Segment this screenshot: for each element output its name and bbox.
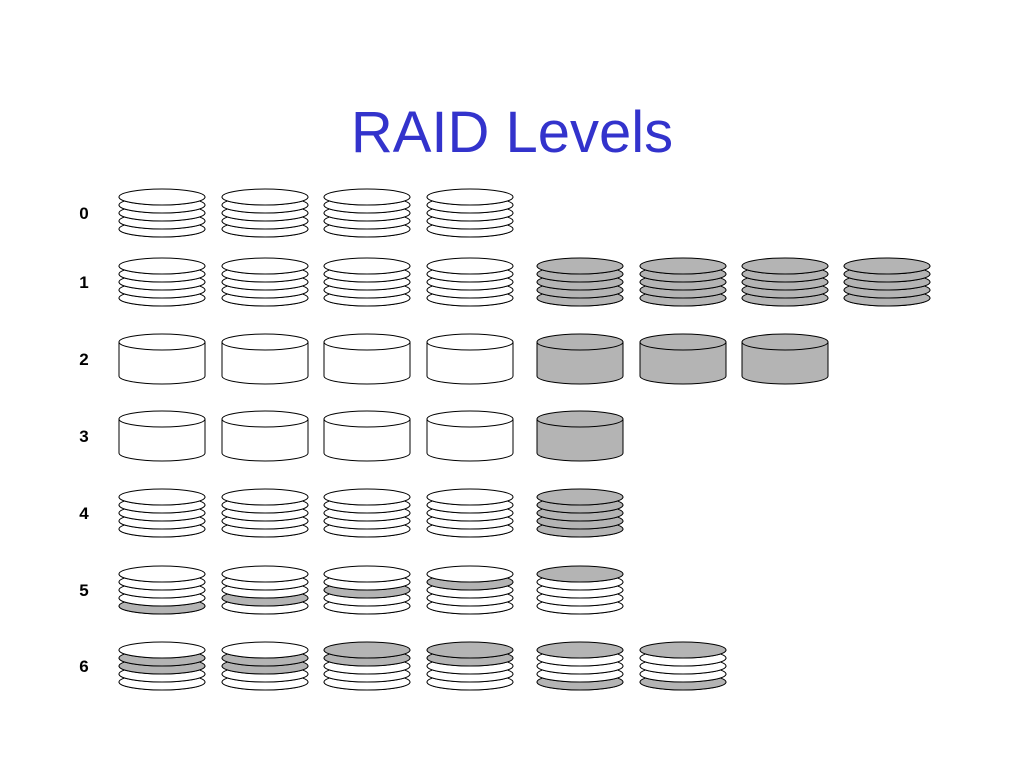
disk-icon (118, 641, 206, 691)
disk-icon (323, 333, 411, 385)
disk-icon (741, 257, 829, 307)
disk-icon (536, 410, 624, 462)
disk-icon (426, 410, 514, 462)
disk-icon (221, 188, 309, 238)
disk-icon (118, 188, 206, 238)
raid-level-label: 0 (79, 204, 88, 223)
raid-level-label: 5 (79, 581, 88, 600)
disk-icon (221, 565, 309, 615)
raid-level-label: 4 (79, 504, 89, 523)
disk-icon (323, 488, 411, 538)
disk-icon (741, 333, 829, 385)
disk-icon (536, 488, 624, 538)
disk-icon (843, 257, 931, 307)
disk-icon (536, 641, 624, 691)
disk-icon (118, 488, 206, 538)
disk-icon (426, 565, 514, 615)
disk-icon (536, 333, 624, 385)
disk-icon (221, 257, 309, 307)
raid-level-label: 2 (79, 350, 88, 369)
disk-icon (536, 257, 624, 307)
disk-icon (221, 488, 309, 538)
raid-level-label: 6 (79, 657, 88, 676)
disk-icon (536, 565, 624, 615)
disk-icon (118, 565, 206, 615)
disk-icon (118, 257, 206, 307)
disk-icon (323, 410, 411, 462)
disk-icon (118, 333, 206, 385)
disk-icon (323, 257, 411, 307)
disk-icon (323, 188, 411, 238)
disk-icon (426, 188, 514, 238)
disk-icon (221, 410, 309, 462)
disk-icon (221, 641, 309, 691)
disk-icon (323, 565, 411, 615)
disk-icon (118, 410, 206, 462)
raid-level-label: 1 (79, 273, 88, 292)
disk-icon (221, 333, 309, 385)
disk-icon (639, 333, 727, 385)
disk-icon (426, 641, 514, 691)
disk-icon (323, 641, 411, 691)
disk-icon (639, 257, 727, 307)
disk-icon (426, 333, 514, 385)
disk-icon (426, 488, 514, 538)
disk-icon (639, 641, 727, 691)
raid-level-label: 3 (79, 427, 88, 446)
page-title: RAID Levels (350, 100, 674, 165)
disk-icon (426, 257, 514, 307)
